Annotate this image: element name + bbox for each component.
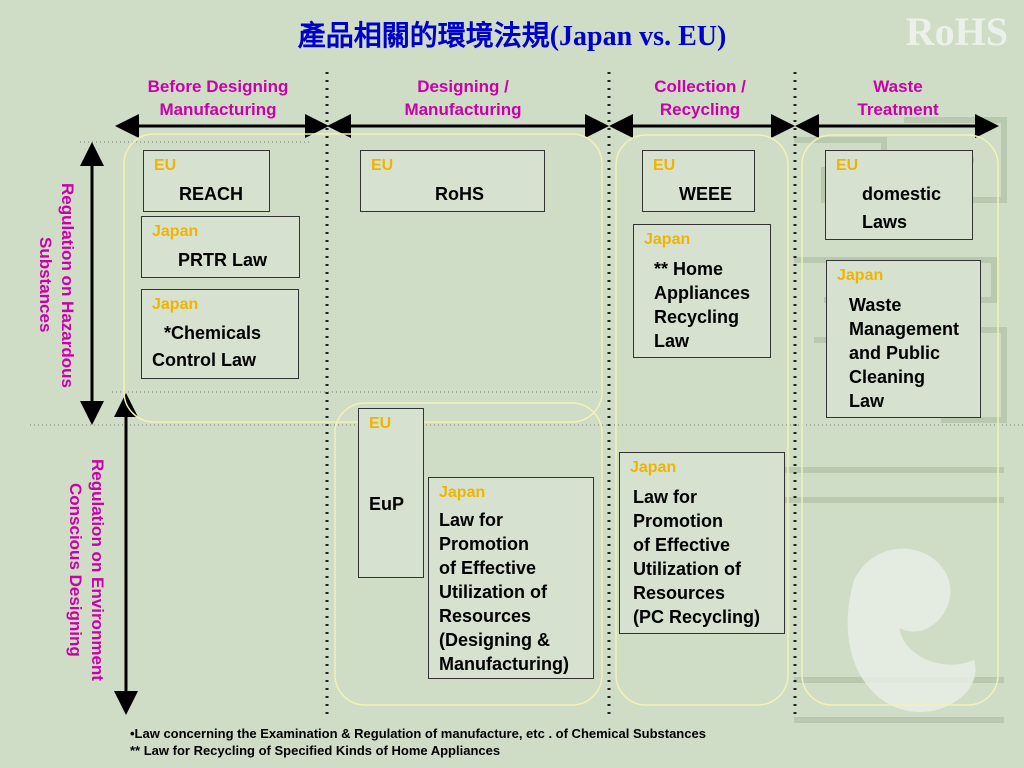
tag-eu: EU [653,157,676,174]
group-designing-env [334,402,603,706]
box-prtr-law: Japan PRTR Law [141,216,300,278]
footnote-home-appliances: ** Law for Recycling of Specified Kinds … [130,743,501,758]
box-domestic-laws: EU domestic Laws [825,150,973,240]
tag-japan: Japan [152,223,199,240]
tag-eu: EU [154,157,177,174]
tag-japan: Japan [439,484,486,501]
tag-japan: Japan [630,459,677,476]
box-weee: EU WEEE [642,150,755,212]
tag-eu: EU [371,157,394,174]
box-rohs: EU RoHS [360,150,545,212]
group-collection [615,134,789,706]
rohs-watermark: RoHS [905,9,1008,54]
box-resources-pc-recycling-law: Japan Law for Promotion of Effective Uti… [619,452,785,634]
box-waste-management-law: Japan Waste Management and Public Cleani… [826,260,981,418]
box-chemicals-control-law: Japan *Chemicals Control Law [141,289,299,379]
box-eup: EU EuP [358,408,424,578]
tag-japan: Japan [644,231,691,248]
footnote-chemical-substances: •Law concerning the Examination & Regula… [130,726,706,741]
tag-japan: Japan [837,267,884,284]
group-waste [801,134,999,706]
box-resources-designing-law: Japan Law for Promotion of Effective Uti… [428,477,594,679]
tag-eu: EU [836,157,859,174]
page-title: 產品相關的環境法規(Japan vs. EU) [297,21,727,52]
tag-eu: EU [369,415,392,432]
box-home-appliances-law: Japan ** Home Appliances Recycling Law [633,224,771,358]
tag-japan: Japan [152,296,199,313]
box-reach: EU REACH [143,150,270,212]
